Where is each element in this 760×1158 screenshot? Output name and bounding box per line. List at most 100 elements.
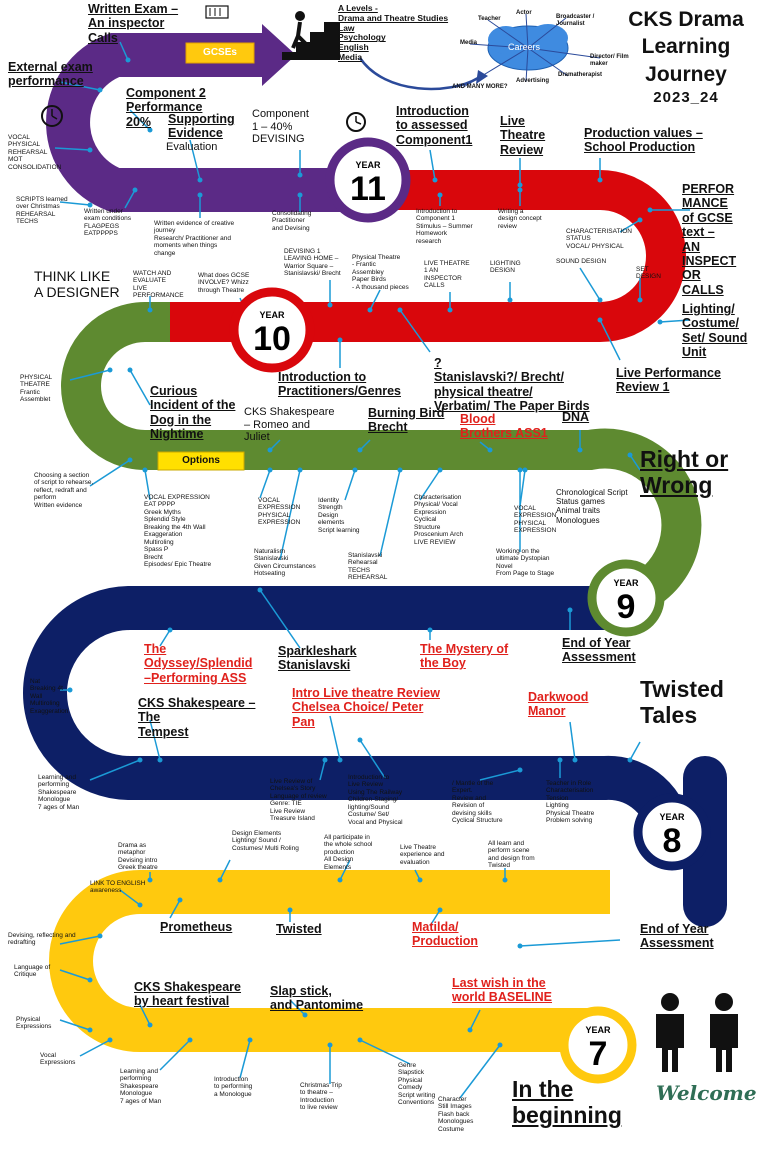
journey-label: Christmas Trip to theatre – Introduction… <box>300 1082 342 1112</box>
connector-dot <box>322 757 328 763</box>
connector-dot <box>417 877 423 883</box>
journey-label: Characterisation Physical/ Vocal Express… <box>414 494 464 546</box>
connector-line <box>459 1044 501 1099</box>
connector-line <box>159 629 171 647</box>
connector-line <box>259 589 301 649</box>
careers-arrow-head <box>476 70 488 84</box>
connector-dot <box>67 687 73 693</box>
journey-label: Introduction to performing a Monologue <box>214 1076 253 1098</box>
connector-dot <box>517 467 523 473</box>
connector-dot <box>517 767 523 773</box>
journey-label: Matilda/ Production <box>412 920 478 949</box>
connector-dot <box>397 467 403 473</box>
connector-line <box>359 1039 411 1065</box>
journey-label: Learning and performing Shakespeare Mono… <box>38 774 80 811</box>
journey-label: Component 2 Performance 20% <box>126 86 206 129</box>
journey-label: Introduction to Component 1 Stimulus – S… <box>416 208 473 245</box>
connector-line <box>569 721 576 761</box>
journey-label: Genre Slapstick Physical Comedy Script w… <box>398 1062 436 1107</box>
connector-dot <box>167 627 173 633</box>
connector-dot <box>597 297 603 303</box>
journey-label: Live Performance Review 1 <box>616 366 721 395</box>
journey-label: Learning and performing Shakespeare Mono… <box>120 1068 162 1105</box>
journey-label: Written Exam – An inspector Calls <box>88 2 179 45</box>
journey-label: THINK LIKE A DESIGNER <box>34 268 120 301</box>
careers-spokes <box>461 13 601 89</box>
career-branch: Director/ Film maker <box>590 54 629 67</box>
journey-label: Nat Breaking 4t Wall Multiroling Exagger… <box>30 678 69 715</box>
options-tag-box <box>157 451 245 471</box>
connector-dot <box>247 1037 253 1043</box>
connector-dot <box>97 933 103 939</box>
journey-label: Live Theatre experience and evaluation <box>400 844 445 866</box>
journey-label: Evaluation <box>166 141 218 153</box>
journey-label: VOCAL EXPRESSION PHYSICAL EXPRESSION <box>258 497 301 527</box>
journey-label: Written evidence of creative journey Res… <box>154 220 235 257</box>
journey-label: CKS Shakespeare – The Tempest <box>138 696 256 739</box>
journey-label: The Odyssey/Splendid –Performing ASS <box>144 642 253 685</box>
connector-dot <box>107 367 113 373</box>
connector-line <box>319 759 326 781</box>
journey-label: In the beginning <box>512 1076 622 1129</box>
connector-dot <box>487 447 493 453</box>
career-branch: Broadcaster / Journalist <box>556 14 595 27</box>
connector-line <box>159 1039 191 1071</box>
connector-dot <box>567 607 573 613</box>
connector-line <box>259 469 271 499</box>
journey-label: Supporting Evidence <box>168 112 235 141</box>
career-spoke <box>469 43 529 49</box>
journey-label: / Mantle of the Expert. Review and Revis… <box>452 780 503 825</box>
connector-dot <box>337 757 343 763</box>
connector-dot <box>137 757 143 763</box>
journey-label: Introduction to Practitioners/Genres <box>278 370 401 399</box>
connector-dot <box>437 907 443 913</box>
connector-line <box>659 319 691 323</box>
journey-label: Live Review of Chelsea's Story Language … <box>270 778 327 823</box>
journey-label: Working on the ultimate Dystopian Novel … <box>496 548 555 578</box>
connector-dot <box>627 452 633 458</box>
journey-label: Vocal Expressions <box>40 1052 76 1067</box>
title-line-4: 2023_24 <box>653 88 719 106</box>
connector-dot <box>432 177 438 183</box>
connector-dot <box>267 447 273 453</box>
connector-line <box>629 741 641 761</box>
connector-line <box>629 454 641 471</box>
year-label: YEAR <box>613 578 639 588</box>
connector-dot <box>125 57 131 63</box>
journey-label: ? Stanislavski?/ Brecht/ physical theatr… <box>434 356 590 414</box>
connector-dot <box>522 467 528 473</box>
journey-label: VOCAL EXPRESSION EAT PPPP Greek Myths Sp… <box>144 494 212 569</box>
connector-dot <box>157 757 163 763</box>
journey-label: VOCAL PHYSICAL REHEARSAL MOT CONSOLIDATI… <box>8 134 62 171</box>
journey-label: VOCAL EXPRESSION PHYSICAL EXPRESSION <box>514 505 557 535</box>
connector-dot <box>437 467 443 473</box>
road-segment-red <box>170 170 686 342</box>
year-number: 10 <box>253 320 291 358</box>
connector-line <box>279 469 301 561</box>
connector-dot <box>467 1027 473 1033</box>
journey-label: Burning Bird Brecht <box>368 406 445 435</box>
journey-label: Physical Theatre - Frantic Assembley Pap… <box>352 254 409 291</box>
road-segment-green <box>61 302 702 620</box>
journey-label: Design Elements Lighting/ Sound / Costum… <box>232 830 299 852</box>
journey-label: Introduction to assessed Component1 <box>396 104 473 147</box>
journey-label: PHYSICAL THEATRE Frantic Assemblet <box>20 374 53 404</box>
career-branch: Advertising <box>516 78 550 84</box>
connector-line <box>124 189 136 209</box>
career-spoke <box>527 47 569 77</box>
connector-line <box>429 909 441 927</box>
career-spoke <box>461 47 529 89</box>
career-spoke <box>525 47 529 83</box>
journey-label: Writing a design concept review <box>498 208 542 230</box>
connector-dot <box>497 1042 503 1048</box>
journey-label: Consolidating Practitioner and Devising <box>272 210 312 232</box>
connector-dot <box>197 192 203 198</box>
journey-label: CKS Shakespeare by heart festival <box>134 980 242 1009</box>
journey-label: Blood Brothers ASS1 <box>460 412 548 441</box>
connector-dot <box>367 307 373 313</box>
journey-label: Live Theatre Review <box>500 114 546 157</box>
scroll-icon <box>205 5 229 19</box>
connector-line <box>619 219 641 233</box>
welcome-figures-icon <box>656 993 738 1072</box>
